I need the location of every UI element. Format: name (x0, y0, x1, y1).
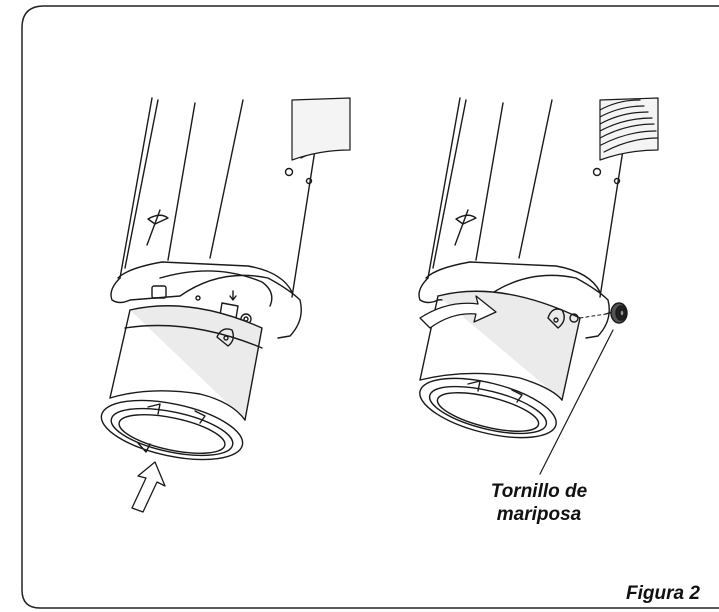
wing-screw-icon (605, 302, 628, 324)
callout-line-1: Tornillo de (490, 481, 588, 502)
heater-left-illustration (100, 97, 351, 513)
figure-caption: Figura 2 (626, 583, 700, 604)
push-arrow-icon (131, 461, 166, 513)
wing-screw-callout: Tornillo de mariposa (474, 480, 604, 526)
figure-border (21, 5, 719, 609)
callout-leader-line (539, 329, 614, 475)
air-grille (291, 97, 351, 161)
callout-line-2: mariposa (496, 504, 582, 525)
air-grille (599, 97, 659, 161)
heater-right-illustration (418, 97, 659, 475)
rotate-arrow-icon (419, 295, 497, 329)
